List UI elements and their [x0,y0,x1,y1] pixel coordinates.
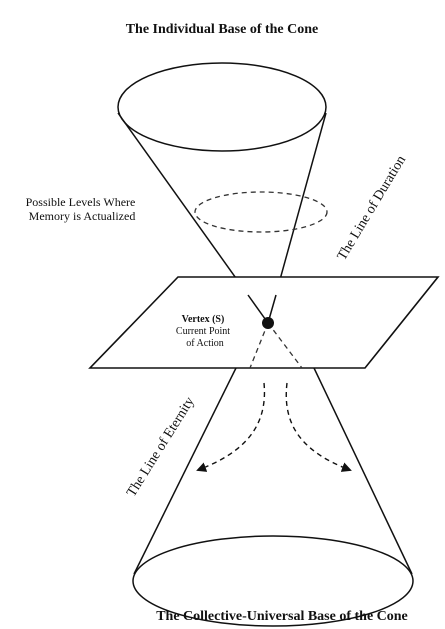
lower-cone-left-hidden [249,322,269,369]
left-dashed-arrow [196,382,266,472]
memory-level-ellipse [194,191,328,233]
top-base-title: The Individual Base of the Cone [126,22,319,37]
lower-cone [132,322,414,627]
line-of-eternity [133,367,237,575]
memory-label-line-1: Possible Levels Where [26,195,136,209]
line-of-duration-label: The Line of Duration [335,153,409,263]
vertex-line-1: Current Point [176,326,230,337]
bottom-base-title: The Collective-Universal Base of the Con… [156,609,408,624]
line-of-eternity-label: The Line of Eternity [124,395,197,500]
vertex-point [262,317,274,329]
memory-label-line-2: Memory is Actualized [29,209,136,223]
lower-cone-base [132,535,414,627]
memory-label: Possible Levels Where Memory is Actualiz… [26,195,139,223]
vertex-title: Vertex (S) [182,314,225,325]
vertex-label: Vertex (S) Current Point of Action [176,309,234,349]
right-dashed-arrow [285,382,352,472]
lower-cone-right-edge [313,367,413,575]
upper-cone-base [117,62,327,152]
lower-cone-right-hidden [267,322,303,369]
vertex-line-2: of Action [186,338,224,349]
